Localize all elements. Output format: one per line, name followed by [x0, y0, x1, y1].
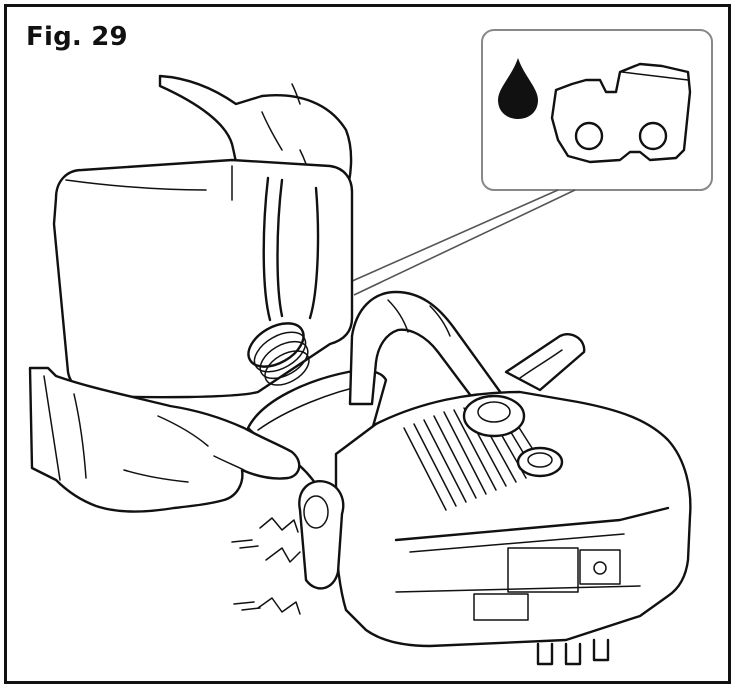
oil-canister-icon: [52, 158, 354, 399]
figure-label: Fig. 29: [26, 22, 128, 52]
inset-callout: [349, 29, 713, 296]
chain-link-icon: [550, 62, 692, 164]
bottom-hand-icon: [28, 366, 301, 513]
oil-drop-icon: [498, 58, 538, 119]
chainsaw-icon: [231, 290, 692, 666]
